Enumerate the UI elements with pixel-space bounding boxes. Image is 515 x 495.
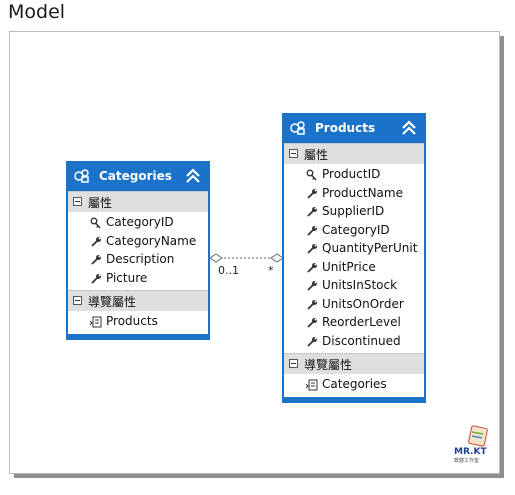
- navigation-property-name: Products: [106, 314, 158, 328]
- property-row[interactable]: CategoryID: [284, 222, 424, 241]
- wrench-icon: [307, 318, 317, 328]
- property-name: ProductID: [322, 167, 381, 181]
- entity-name: Products: [315, 121, 376, 135]
- logo-graphic: MR.KT 軟體工作室: [454, 425, 488, 464]
- wrench-icon: [307, 336, 317, 347]
- wrench-icon: [307, 281, 317, 291]
- wrench-icon: [91, 273, 101, 284]
- property-name: CategoryID: [106, 215, 174, 229]
- collapse-toggle-icon[interactable]: [289, 149, 298, 158]
- wrench-icon: [307, 244, 317, 254]
- property-row[interactable]: Discontinued: [284, 333, 424, 352]
- entity-type-icon: [290, 121, 305, 135]
- property-row[interactable]: ProductName: [284, 185, 424, 204]
- key-icon: [90, 217, 101, 229]
- double-chevron-up-icon[interactable]: [184, 167, 202, 185]
- property-row[interactable]: QuantityPerUnit: [284, 240, 424, 259]
- properties-list: ProductID ProductName SupplierID Categor…: [284, 164, 424, 353]
- wrench-icon: [307, 299, 317, 310]
- key-icon: [306, 169, 317, 181]
- property-row[interactable]: Description: [68, 251, 208, 270]
- wrench-icon: [307, 262, 317, 273]
- property-name: Description: [106, 252, 175, 266]
- section-label: 屬性: [88, 196, 113, 210]
- navigation-section-header[interactable]: 導覽屬性: [68, 290, 208, 311]
- property-name: Picture: [106, 270, 148, 285]
- property-name: ProductName: [322, 185, 403, 200]
- collapse-toggle-icon[interactable]: [73, 197, 82, 206]
- navigation-list: Categories: [284, 374, 424, 397]
- navigation-property-name: Categories: [322, 377, 387, 391]
- entity-type-icon: [74, 169, 89, 183]
- logo-text: MR.KT: [454, 447, 487, 457]
- entity-products[interactable]: Products 屬性 ProductID ProductName Suppli…: [282, 113, 426, 403]
- property-name: CategoryID: [322, 222, 390, 237]
- wrench-icon: [307, 225, 317, 236]
- navigation-section-header[interactable]: 導覽屬性: [284, 353, 424, 374]
- property-name: CategoryName: [106, 233, 197, 248]
- property-name: UnitsOnOrder: [322, 296, 404, 311]
- section-label: 導覽屬性: [88, 295, 137, 309]
- section-label: 導覽屬性: [304, 358, 353, 372]
- wrench-icon: [91, 255, 101, 265]
- entity-header[interactable]: Categories: [68, 161, 208, 191]
- property-name: SupplierID: [322, 204, 385, 218]
- property-row[interactable]: CategoryID: [68, 214, 208, 233]
- property-row[interactable]: ReorderLevel: [284, 314, 424, 333]
- entity-categories[interactable]: Categories 屬性 CategoryID CategoryName De…: [66, 161, 210, 340]
- property-row[interactable]: CategoryName: [68, 233, 208, 252]
- entity-header[interactable]: Products: [284, 113, 424, 143]
- wrench-icon: [307, 188, 317, 199]
- property-name: ReorderLevel: [322, 315, 401, 329]
- right-multiplicity: *: [268, 264, 274, 277]
- navigation-property-icon: [306, 379, 318, 391]
- properties-section-header[interactable]: 屬性: [284, 143, 424, 164]
- property-name: UnitsInStock: [322, 278, 398, 292]
- navigation-property-row[interactable]: Products: [68, 313, 208, 332]
- property-row[interactable]: SupplierID: [284, 203, 424, 222]
- double-chevron-up-icon[interactable]: [400, 119, 418, 137]
- navigation-list: Products: [68, 311, 208, 334]
- property-row[interactable]: Picture: [68, 270, 208, 289]
- wrench-icon: [307, 207, 317, 217]
- property-name: UnitPrice: [322, 259, 376, 274]
- left-multiplicity: 0..1: [218, 264, 239, 277]
- navigation-property-row[interactable]: Categories: [284, 376, 424, 395]
- entity-name: Categories: [99, 169, 172, 183]
- page-title: Model: [8, 1, 66, 23]
- collapse-toggle-icon[interactable]: [289, 359, 298, 368]
- property-row[interactable]: UnitsOnOrder: [284, 296, 424, 315]
- properties-list: CategoryID CategoryName Description Pict…: [68, 212, 208, 290]
- wrench-icon: [91, 236, 101, 247]
- logo-subtitle: 軟體工作室: [454, 457, 479, 464]
- property-row[interactable]: UnitPrice: [284, 259, 424, 278]
- logo: MR.KT 軟體工作室: [450, 425, 492, 465]
- property-name: Discontinued: [322, 333, 401, 348]
- section-label: 屬性: [304, 148, 329, 162]
- property-name: QuantityPerUnit: [322, 241, 418, 255]
- collapse-toggle-icon[interactable]: [73, 296, 82, 305]
- property-row[interactable]: ProductID: [284, 166, 424, 185]
- property-row[interactable]: UnitsInStock: [284, 277, 424, 296]
- properties-section-header[interactable]: 屬性: [68, 191, 208, 212]
- navigation-property-icon: [90, 316, 102, 328]
